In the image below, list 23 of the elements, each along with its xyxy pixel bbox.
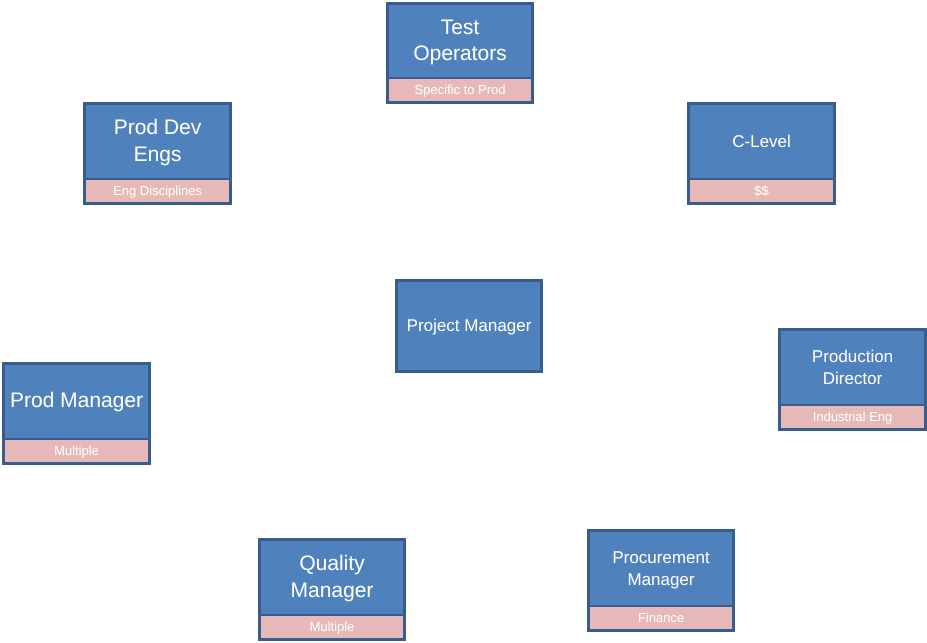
role-box (395, 279, 543, 373)
role-box (778, 328, 927, 431)
role-detail-band: $$ (690, 178, 833, 202)
role-title: Project Manager (406, 315, 532, 337)
role-detail-band: Finance (590, 605, 732, 629)
role-detail-band: Eng Disciplines (86, 178, 229, 202)
role-box (83, 102, 232, 205)
role-box (386, 2, 534, 104)
role-title: Prod Dev Engs (112, 115, 202, 168)
role-detail-band: Multiple (261, 614, 403, 638)
role-detail-band: Specific to Prod (389, 77, 531, 101)
role-title: C-Level (732, 130, 791, 152)
role-box (258, 538, 406, 641)
role-title: Prod Manager (10, 388, 144, 414)
role-detail-band: Industrial Eng (781, 404, 924, 428)
role-title: Quality Manager (290, 551, 374, 604)
role-box (687, 102, 836, 205)
role-title: Test Operators (412, 14, 508, 67)
role-title: Production Director (810, 346, 894, 389)
role-detail-band: Multiple (5, 438, 148, 462)
role-box (587, 529, 735, 632)
role-box (2, 362, 151, 465)
role-title: Procurement Manager (611, 547, 711, 590)
